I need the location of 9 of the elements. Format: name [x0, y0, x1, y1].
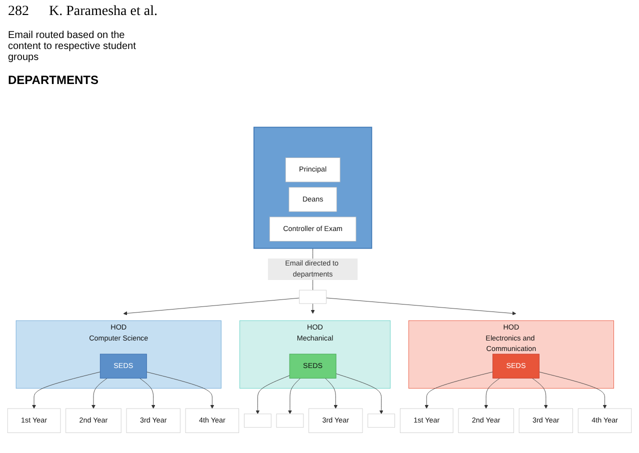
node-box: [244, 414, 272, 428]
node-box: [299, 290, 326, 304]
node-box: [276, 414, 304, 428]
section-label: DEPARTMENTS: [8, 73, 100, 87]
running-header: K. Paramesha et al.: [49, 4, 158, 20]
node-box: [368, 414, 396, 428]
page-number: 282: [8, 4, 29, 20]
cluster: [253, 126, 372, 249]
note-text: Email routed based on the content to respective student groups: [8, 30, 137, 63]
